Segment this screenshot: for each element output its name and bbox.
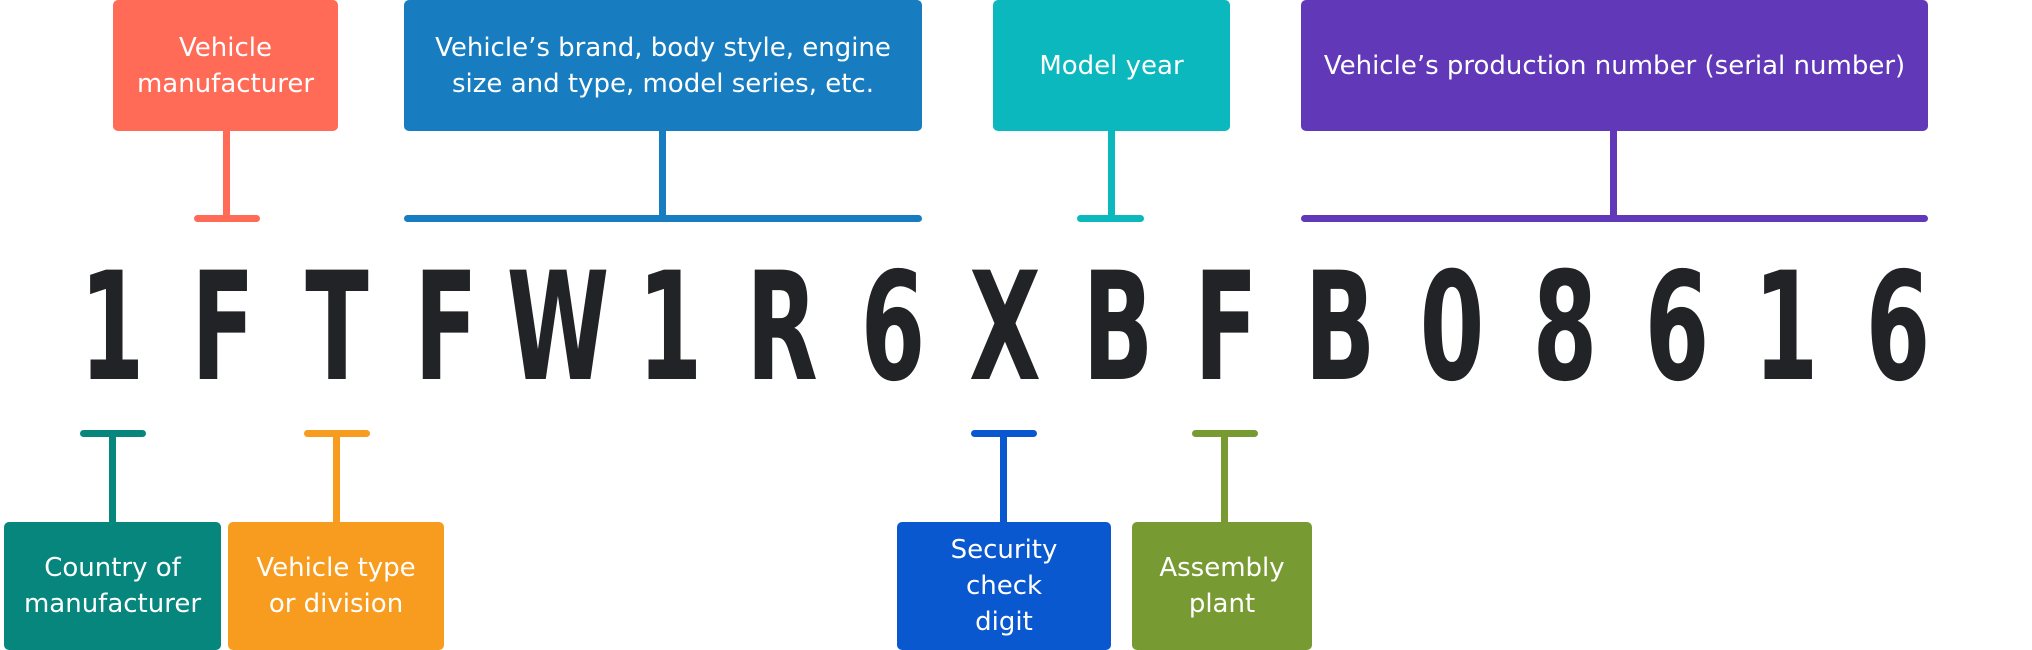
check-digit-connector-stem <box>1000 433 1007 522</box>
vin-char-1: 1 <box>79 241 145 415</box>
model-year-connector-bar <box>1077 215 1144 222</box>
descriptor-label-line1: Vehicle’s brand, body style, engine <box>435 32 891 63</box>
vin-char-11: F <box>1194 241 1258 415</box>
vin-char-10: B <box>1082 241 1154 415</box>
descriptor-label-line2: size and type, model series, etc. <box>452 68 874 99</box>
descriptor-connector-stem <box>659 131 666 218</box>
manufacturer-label-line2: manufacturer <box>136 68 315 99</box>
assembly-plant-label-line2: plant <box>1188 589 1256 619</box>
vin-char-15: 6 <box>1644 241 1710 415</box>
vehicle-type-connector-stem <box>333 433 340 522</box>
serial-connector-bar <box>1301 215 1928 222</box>
vin-char-16: 1 <box>1753 241 1819 415</box>
check-digit-label-box: Security check digit <box>897 522 1111 650</box>
manufacturer-label-line1: Vehicle <box>179 32 272 63</box>
serial-label-line1: Vehicle’s production number (serial numb… <box>1323 50 1906 81</box>
model-year-label-line1: Model year <box>1039 50 1184 81</box>
descriptor-label-box: Vehicle’s brand, body style, engine size… <box>404 0 922 131</box>
vin-char-7: R <box>746 241 818 415</box>
manufacturer-connector-stem <box>223 131 230 218</box>
country-label-line1: Country of <box>44 553 181 583</box>
model-year-connector-stem <box>1108 131 1115 218</box>
vin-char-8: 6 <box>860 241 926 415</box>
check-digit-label-line2: digit <box>975 607 1033 637</box>
serial-label-box: Vehicle’s production number (serial numb… <box>1301 0 1928 131</box>
vin-char-12: B <box>1304 241 1376 415</box>
country-label-line2: manufacturer <box>23 589 202 619</box>
vin-char-9: X <box>969 241 1041 415</box>
vehicle-type-label-line2: or division <box>268 589 404 619</box>
vin-char-3: T <box>305 241 369 415</box>
assembly-plant-connector-stem <box>1221 433 1228 522</box>
country-label-box: Country of manufacturer <box>4 522 221 650</box>
vehicle-type-label-line1: Vehicle type <box>256 553 416 583</box>
assembly-plant-label-box: Assembly plant <box>1132 522 1312 650</box>
vin-char-6: 1 <box>637 241 703 415</box>
vin-char-14: 8 <box>1532 241 1598 415</box>
manufacturer-connector-bar <box>194 215 260 222</box>
country-connector-stem <box>109 433 116 522</box>
vin-char-2: F <box>191 241 255 415</box>
vin-char-5: W <box>506 241 610 415</box>
vin-char-13: 0 <box>1419 241 1485 415</box>
model-year-label-box: Model year <box>993 0 1230 131</box>
vehicle-type-label-box: Vehicle type or division <box>228 522 444 650</box>
assembly-plant-label-line1: Assembly <box>1159 553 1285 583</box>
serial-connector-stem <box>1610 131 1617 218</box>
descriptor-connector-bar <box>404 215 922 222</box>
manufacturer-label-box: Vehicle manufacturer <box>113 0 338 131</box>
vin-char-4: F <box>414 241 478 415</box>
check-digit-label-line1: Security check <box>950 535 1058 601</box>
vin-char-17: 6 <box>1865 241 1931 415</box>
